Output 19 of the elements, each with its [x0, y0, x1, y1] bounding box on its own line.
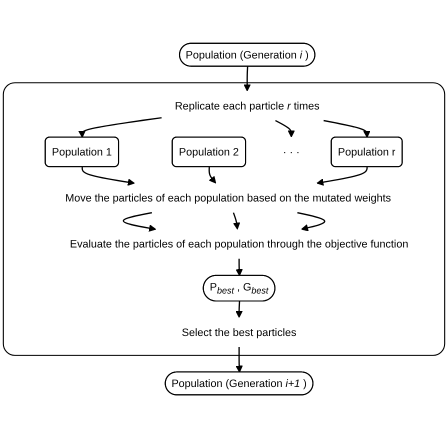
arrow — [122, 212, 156, 232]
arrow — [275, 120, 295, 138]
arrow — [235, 301, 243, 318]
arrow — [78, 117, 162, 138]
node-text: Move the particles of each population based on the mutated weights — [65, 191, 392, 204]
arrow — [236, 258, 243, 276]
arrow — [208, 166, 216, 184]
arrow — [236, 347, 243, 373]
arrow — [82, 166, 135, 186]
arrow — [244, 66, 251, 92]
arrow — [297, 212, 326, 232]
node-text: · · · — [282, 145, 300, 158]
node-text: Select the best particles — [182, 326, 296, 338]
arrow — [324, 120, 370, 138]
node-text: Evaluate the particles of each population through the objective function — [70, 238, 408, 250]
node-text: Replicate each particle r times — [174, 99, 320, 112]
arrow — [316, 166, 368, 186]
arrow — [232, 212, 240, 230]
cluster — [2, 82, 446, 356]
